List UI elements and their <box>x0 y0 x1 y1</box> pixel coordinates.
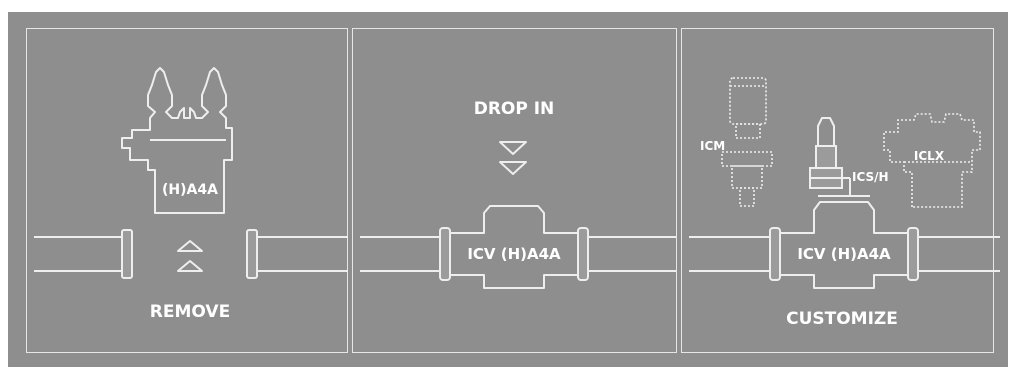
icm-actuator <box>721 77 773 207</box>
customize-title: CUSTOMIZE <box>786 309 898 329</box>
remove-valve-outline <box>121 67 233 214</box>
ics-module <box>809 117 851 196</box>
remove-title: REMOVE <box>150 302 230 322</box>
customize-icv-valve <box>769 195 919 289</box>
diagram-frame <box>8 12 1008 367</box>
drop-in-down-arrows <box>499 141 527 175</box>
drop-in-pipes <box>360 236 676 272</box>
drop-in-valve-label: ICV (H)A4A <box>467 245 561 263</box>
remove-up-arrows <box>177 240 203 272</box>
iclx-valve <box>883 113 981 208</box>
panel-drop-in <box>352 28 677 353</box>
icm-label: ICM <box>700 139 725 153</box>
customize-pipes <box>689 236 1000 272</box>
customize-valve-label: ICV (H)A4A <box>797 245 891 263</box>
panel-customize <box>681 28 994 353</box>
ics-label: ICS/H <box>852 170 889 184</box>
remove-pipes <box>34 229 348 279</box>
iclx-label: ICLX <box>914 149 945 163</box>
drop-in-icv-valve <box>439 205 589 289</box>
panel-remove <box>26 28 348 353</box>
drop-in-title: DROP IN <box>474 99 555 119</box>
remove-valve-label: (H)A4A <box>162 182 218 198</box>
